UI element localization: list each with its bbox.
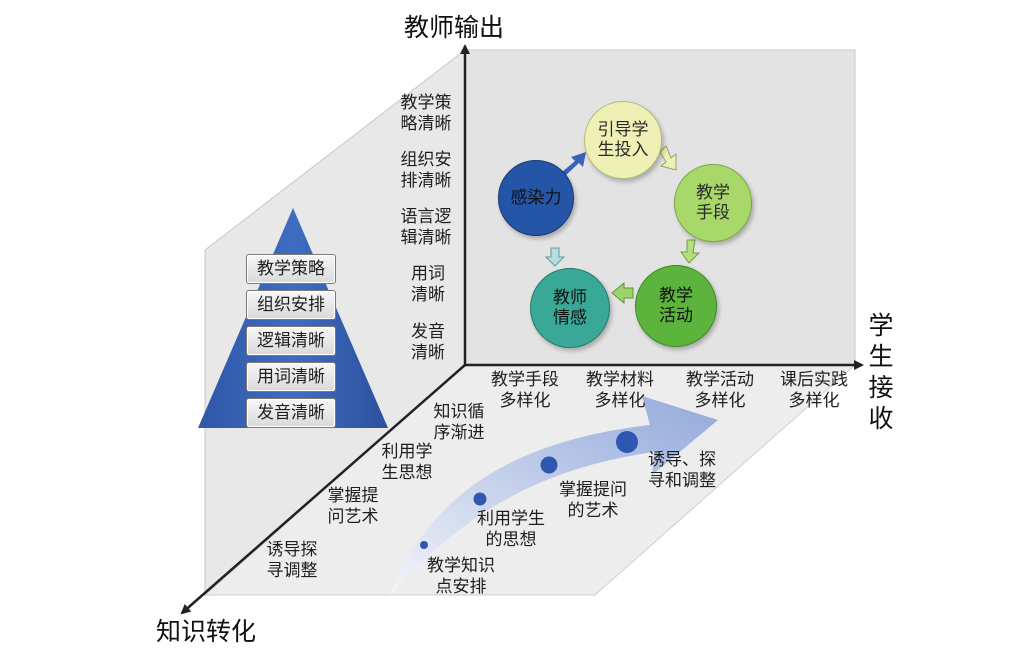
cycle-node-emotion: 教师 情感 [530, 268, 610, 348]
vertical-axis-title: 教师输出 [404, 13, 505, 42]
cycle-arrow-3 [611, 281, 634, 305]
cycle-node-means: 教学 手段 [674, 164, 752, 242]
progress-dot [420, 541, 428, 549]
diagonal-label: 利用学 生思想 [381, 442, 433, 483]
pyramid-item: 教学策略 [246, 254, 336, 284]
vertical-label: 用词 清晰 [411, 264, 445, 305]
vertical-label: 教学策 略清晰 [400, 93, 452, 134]
horizontal-label: 教学手段 多样化 [491, 370, 559, 411]
cycle-arrow-1 [659, 145, 677, 171]
arrow-label: 诱导、探 寻和调整 [648, 450, 716, 491]
cycle-arrow-4 [544, 247, 566, 267]
arrow-label: 利用学生 的思想 [477, 509, 545, 550]
diagonal-axis [180, 364, 466, 615]
arrow-label: 教学知识 点安排 [427, 556, 495, 597]
diagonal-label: 知识循 序渐进 [433, 402, 485, 443]
diagonal-axis-title: 知识转化 [156, 617, 257, 646]
horizontal-axis-title: 学生 接 收 [868, 311, 894, 433]
pyramid-item: 逻辑清晰 [246, 326, 336, 356]
arrow-label: 掌握提问 的艺术 [559, 480, 627, 521]
diagonal-label: 掌握提 问艺术 [327, 486, 379, 527]
horizontal-label: 课后实践 多样化 [780, 370, 848, 411]
cycle-arrow-up [562, 152, 586, 175]
horizontal-label: 教学活动 多样化 [686, 370, 754, 411]
pyramid-item: 组织安排 [246, 290, 336, 320]
progress-dot [540, 456, 558, 474]
horizontal-label: 教学材料 多样化 [586, 370, 654, 411]
pyramid-item: 发音清晰 [246, 398, 336, 428]
pyramid-item: 用词清晰 [246, 362, 336, 392]
cycle-node-engage: 引导学 生投入 [584, 101, 662, 179]
cycle-node-activity: 教学 活动 [635, 265, 717, 347]
vertical-label: 发音 清晰 [411, 322, 445, 363]
vertical-label: 语言逻 辑清晰 [400, 207, 452, 248]
cycle-arrow-2 [680, 239, 701, 264]
progress-dot [473, 492, 487, 506]
cycle-node-appeal: 感染力 [498, 160, 574, 236]
diagonal-label: 诱导探 寻调整 [266, 540, 318, 581]
progress-dot [616, 431, 638, 453]
vertical-label: 组织安 排清晰 [400, 150, 452, 191]
